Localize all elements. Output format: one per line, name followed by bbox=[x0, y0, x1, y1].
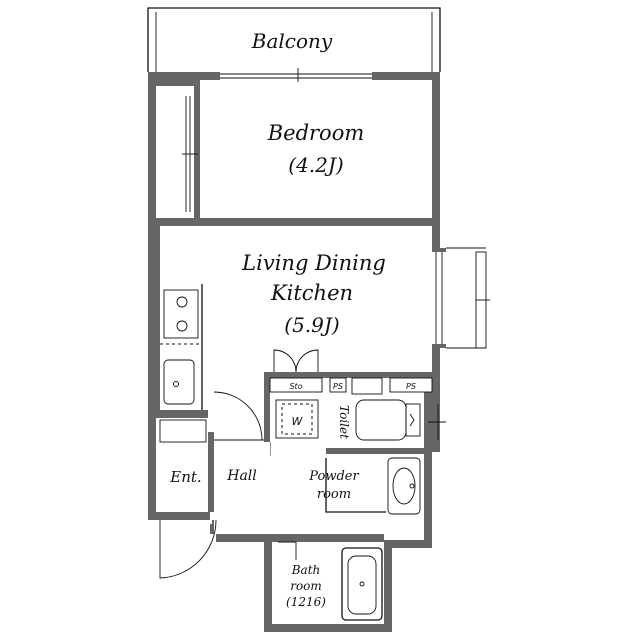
entrance-area bbox=[156, 418, 217, 579]
sink-icon bbox=[163, 359, 195, 405]
kitchen-counter bbox=[160, 284, 203, 410]
balcony-label: Balcony bbox=[251, 29, 333, 53]
pipe-space-label-1: PS bbox=[333, 382, 343, 391]
storage-row bbox=[269, 377, 433, 395]
room-interiors bbox=[160, 86, 432, 372]
powder-label-line2: room bbox=[317, 487, 351, 502]
storage-label: Sto bbox=[289, 382, 302, 391]
entrance-label: Ent. bbox=[169, 468, 201, 486]
bathtub-icon bbox=[347, 555, 377, 615]
washer-label: W bbox=[292, 415, 304, 428]
toilet-room bbox=[326, 396, 446, 448]
ldk-label-line1: Living Dining bbox=[241, 251, 386, 275]
washer-pan bbox=[270, 396, 322, 442]
toilet-label: Toilet bbox=[337, 405, 351, 439]
interior-walls bbox=[156, 80, 432, 542]
bay-window bbox=[432, 247, 490, 349]
balcony-sliding-door bbox=[220, 68, 372, 82]
powder-room bbox=[269, 442, 424, 534]
powder-label-line1: Powder bbox=[308, 469, 359, 484]
bedroom-label: Bedroom bbox=[267, 121, 365, 145]
bath-label-line2: room bbox=[290, 579, 322, 593]
basin-icon bbox=[392, 467, 416, 505]
bedroom-size: (4.2J) bbox=[288, 153, 343, 177]
hall-area bbox=[212, 391, 270, 534]
ldk-label-line2: Kitchen bbox=[270, 281, 353, 305]
bath-label-line1: Bath bbox=[291, 563, 321, 577]
balcony-area bbox=[147, 7, 441, 72]
ldk-size: (5.9J) bbox=[284, 313, 339, 337]
hall-label: Hall bbox=[226, 468, 257, 484]
bath-room bbox=[272, 541, 384, 624]
closet-door bbox=[162, 96, 198, 212]
stove-icon bbox=[163, 289, 199, 339]
ldk-door bbox=[273, 349, 319, 373]
bath-size: (1216) bbox=[286, 595, 326, 609]
pipe-space-label-2: PS bbox=[406, 382, 416, 391]
